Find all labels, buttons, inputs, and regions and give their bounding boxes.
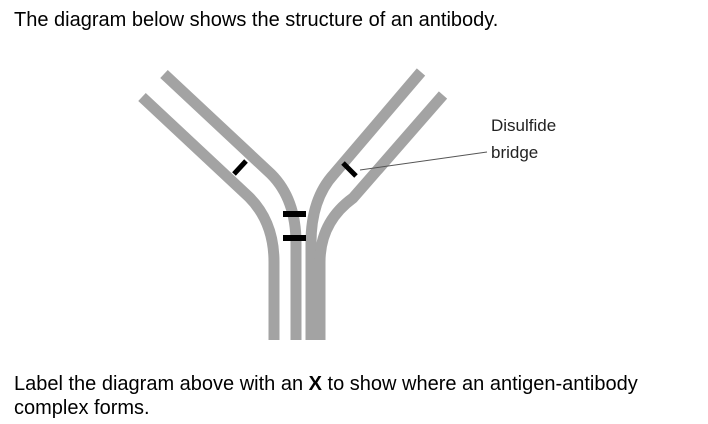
label-line-2: bridge: [491, 143, 538, 162]
label-pointer-line: [359, 151, 488, 171]
intro-text: The diagram below shows the structure of…: [14, 9, 499, 31]
instruction-text: Label the diagram above with an X to sho…: [14, 372, 704, 420]
outer-right-chain: [314, 91, 448, 340]
instruction-part-2: to show where an antigen-antibody comple…: [14, 373, 638, 419]
outer-left-chain: [138, 92, 280, 340]
inner-right-chain: [305, 68, 426, 340]
instruction-part-1: Label the diagram above with an: [14, 373, 309, 395]
label-line-1: Disulfide: [491, 116, 556, 135]
right-arm-disulfide-bridge: [341, 161, 358, 178]
instruction-mark: X: [308, 373, 322, 395]
inner-left-chain: [160, 69, 302, 340]
left-arm-disulfide-bridge: [232, 159, 248, 176]
